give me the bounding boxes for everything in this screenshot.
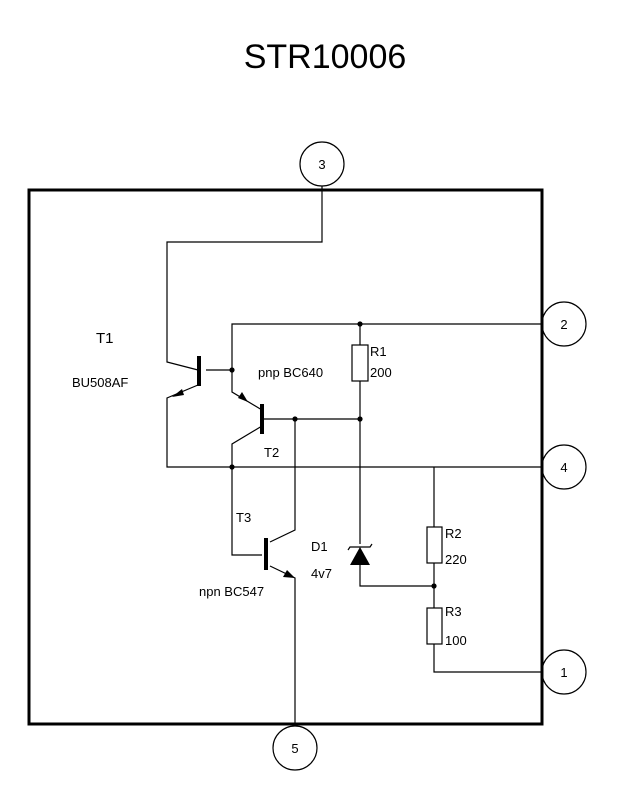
wires [166,186,542,726]
pin-3: 3 [299,141,345,187]
resistor-r3 [426,607,443,645]
transistor-t1 [172,356,201,397]
r3-value: 100 [445,633,467,648]
package-outline [27,188,544,726]
pin-2-label: 2 [560,317,567,332]
t1-part: BU508AF [72,375,128,390]
resistor-r1 [351,344,369,382]
r1-ref: R1 [370,344,387,359]
pin-4-label: 4 [560,460,567,475]
t1-ref: T1 [96,330,114,347]
resistor-r2 [426,526,443,564]
transistor-t3 [264,538,295,578]
transistor-t2 [238,392,264,434]
pin-3-label: 3 [318,157,325,172]
pin-1-label: 1 [560,665,567,680]
diagram-title: STR10006 [244,38,407,76]
pin-5: 5 [272,725,318,771]
t2-part: pnp BC640 [258,365,323,380]
t3-ref: T3 [236,510,251,525]
pin-2: 2 [541,301,587,347]
d1-value: 4v7 [311,566,332,581]
pin-1: 1 [541,649,587,695]
r3-ref: R3 [445,604,462,619]
r1-value: 200 [370,365,392,380]
r2-value: 220 [445,552,467,567]
t3-part: npn BC547 [199,584,264,599]
t2-ref: T2 [264,445,279,460]
d1-ref: D1 [311,539,328,554]
r2-ref: R2 [445,526,462,541]
pin-5-label: 5 [291,741,298,756]
zener-d1 [347,543,373,565]
junction-dots [229,321,437,589]
pin-4: 4 [541,444,587,490]
